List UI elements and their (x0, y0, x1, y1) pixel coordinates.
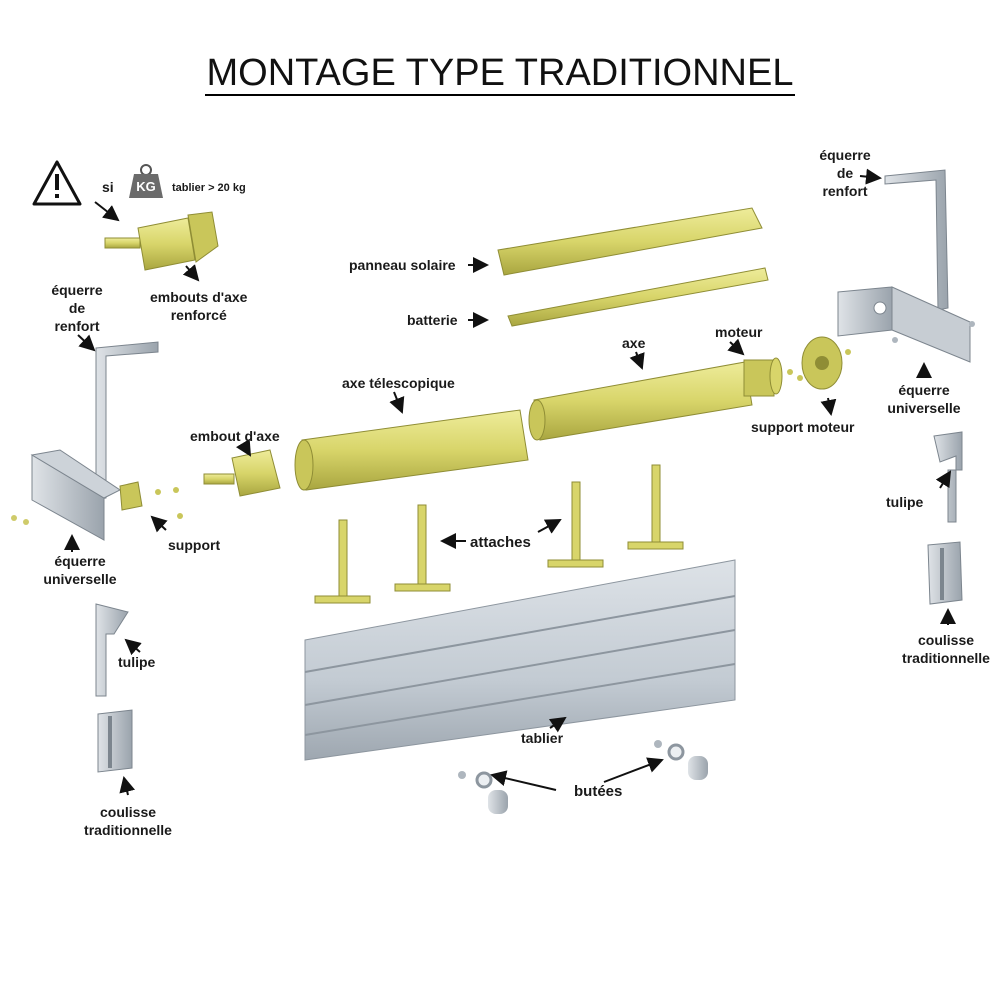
diagram-title: MONTAGE TYPE TRADITIONNEL (204, 52, 796, 96)
arrow-warning (94, 201, 120, 222)
moteur-part (743, 357, 783, 397)
coulisse-right-part (927, 541, 963, 605)
attaches-part (314, 464, 684, 604)
label-support: support (168, 537, 221, 553)
label-support-moteur: support moteur (751, 419, 855, 435)
label-panneau-solaire: panneau solaire (349, 257, 456, 273)
tulipe-left-part (95, 603, 129, 697)
warning-triangle-icon (32, 160, 82, 206)
arrow-butees-right (603, 757, 664, 783)
label-axe-telescopique: axe télescopique (342, 375, 455, 391)
arrow-coulisse-left (119, 776, 135, 796)
arrow-butees-left (490, 770, 557, 791)
label-batterie: batterie (407, 312, 458, 328)
equerre-renfort-left-part (95, 341, 159, 501)
label-si: si (102, 179, 114, 195)
butees-part (458, 740, 708, 814)
tablier-part (304, 559, 736, 761)
arrow-tulipe-left (124, 638, 142, 656)
arrow-support-moteur (820, 397, 837, 416)
label-embout-axe: embout d'axe (190, 428, 280, 444)
support-moteur-part (787, 336, 851, 390)
label-kg-badge: KG (136, 179, 156, 194)
label-tulipe-left: tulipe (118, 654, 156, 670)
embout-axe-part (203, 449, 281, 497)
arrow-moteur (727, 338, 745, 356)
arrow-embouts (182, 264, 200, 282)
embouts-axe-renforce-part (104, 211, 219, 271)
label-butees: butées (574, 783, 623, 800)
label-tulipe-right: tulipe (886, 494, 924, 510)
axe-part (528, 361, 753, 441)
arrow-embout (235, 438, 252, 457)
panneau-solaire-part (497, 207, 763, 276)
arrow-axe (629, 351, 645, 370)
weight-icon (129, 164, 163, 198)
equerre-universelle-right-part (837, 286, 975, 363)
label-tablier-condition: tablier > 20 kg (172, 182, 246, 194)
axe-telescopique-part (294, 409, 529, 491)
arrow-axe-telescopique (389, 391, 405, 414)
label-tablier: tablier (521, 730, 564, 746)
arrow-tulipe-right (935, 470, 952, 489)
label-attaches: attaches (470, 534, 531, 551)
label-axe: axe (622, 335, 646, 351)
label-moteur: moteur (715, 324, 763, 340)
support-part (119, 481, 183, 519)
coulisse-left-part (97, 709, 133, 773)
batterie-part (507, 267, 769, 327)
arrow-support (150, 515, 168, 533)
arrow-attaches-right (537, 519, 562, 534)
arrow-tablier (548, 716, 567, 733)
arrow-equerre-renfort-left (77, 334, 96, 352)
arrow-equerre-renfort-right (859, 168, 882, 185)
